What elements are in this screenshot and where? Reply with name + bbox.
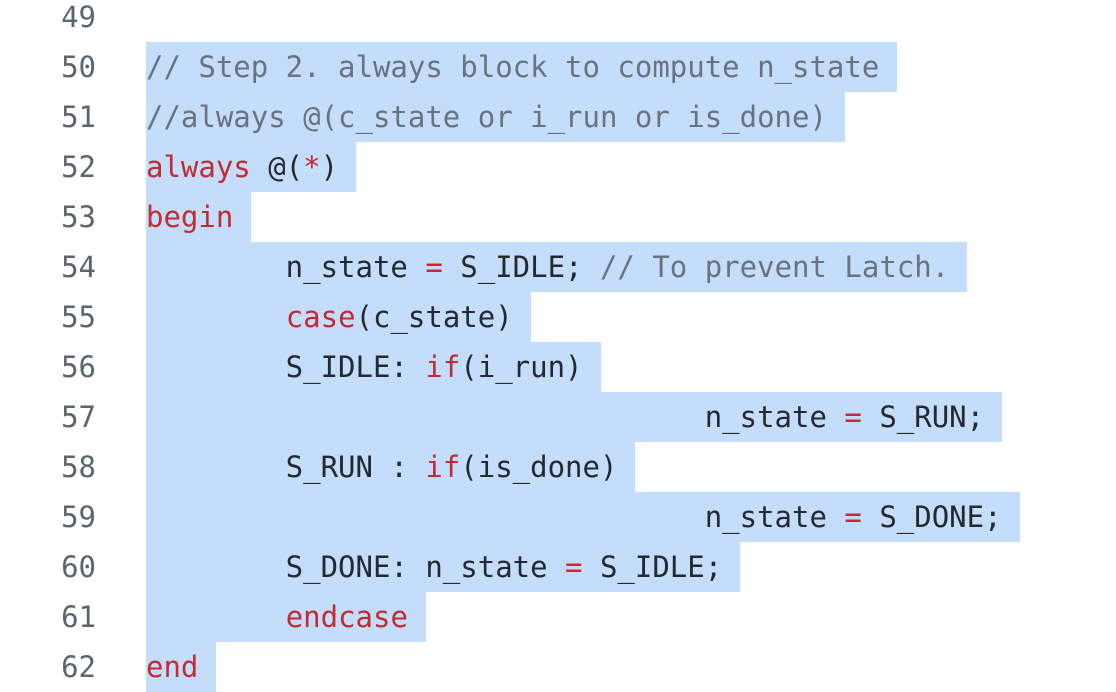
code-operator: = xyxy=(425,250,443,284)
code-operator: = xyxy=(565,550,583,584)
line-number: 60 xyxy=(61,550,96,584)
line-content: end xyxy=(146,642,217,692)
line-number: 62 xyxy=(61,650,96,684)
code-line[interactable]: 56 S_IDLE: if(i_run) xyxy=(0,342,1116,392)
code-text: S_RUN; xyxy=(861,400,985,434)
line-content: S_RUN : if(is_done) xyxy=(146,442,636,492)
code-line[interactable]: 54 n_state = S_IDLE; // To prevent Latch… xyxy=(0,242,1116,292)
code-operator: * xyxy=(303,150,321,184)
line-content: begin xyxy=(146,192,252,242)
code-comment: // Step 2. always block to compute n_sta… xyxy=(146,50,880,84)
line-content: n_state = S_IDLE; // To prevent Latch. xyxy=(146,242,968,292)
line-number: 53 xyxy=(61,200,96,234)
code-text xyxy=(146,300,286,334)
code-keyword: if xyxy=(425,450,461,484)
line-number: 51 xyxy=(61,100,96,134)
code-keyword: endcase xyxy=(285,600,408,634)
selection-highlight: begin xyxy=(146,192,252,242)
code-text: S_IDLE: xyxy=(146,350,426,384)
line-number: 54 xyxy=(61,250,96,284)
line-content: S_DONE: n_state = S_IDLE; xyxy=(146,542,741,592)
code-keyword: end xyxy=(146,650,199,684)
code-text: n_state xyxy=(146,250,426,284)
line-number: 49 xyxy=(61,0,96,34)
code-operator: = xyxy=(844,500,862,534)
line-content: n_state = S_RUN; xyxy=(146,392,1003,442)
selection-highlight: // Step 2. always block to compute n_sta… xyxy=(146,42,898,92)
code-text: (i_run) xyxy=(460,350,583,384)
code-text: @( xyxy=(250,150,304,184)
code-line[interactable]: 49 xyxy=(0,0,1116,42)
selection-highlight: S_DONE: n_state = S_IDLE; xyxy=(146,542,741,592)
code-text: ) xyxy=(320,150,339,184)
code-line[interactable]: 57 n_state = S_RUN; xyxy=(0,392,1116,442)
line-number: 56 xyxy=(61,350,96,384)
code-line[interactable]: 58 S_RUN : if(is_done) xyxy=(0,442,1116,492)
selection-highlight: always @(*) xyxy=(146,142,357,192)
code-line[interactable]: 53 begin xyxy=(0,192,1116,242)
selection-highlight: //always @(c_state or i_run or is_done) xyxy=(146,92,845,142)
code-line[interactable]: 59 n_state = S_DONE; xyxy=(0,492,1116,542)
code-text: n_state xyxy=(146,400,845,434)
selection-highlight: S_RUN : if(is_done) xyxy=(146,442,636,492)
code-text: n_state xyxy=(146,500,845,534)
selection-highlight: n_state = S_DONE; xyxy=(146,492,1020,542)
code-operator: = xyxy=(844,400,862,434)
line-content: n_state = S_DONE; xyxy=(146,492,1020,542)
line-number: 55 xyxy=(61,300,96,334)
line-number: 50 xyxy=(61,50,96,84)
line-content: // Step 2. always block to compute n_sta… xyxy=(146,42,898,92)
code-comment: //always @(c_state or i_run or is_done) xyxy=(146,100,827,134)
code-text: (c_state) xyxy=(355,300,513,334)
line-number: 52 xyxy=(61,150,96,184)
code-text xyxy=(146,600,286,634)
code-line[interactable]: 60 S_DONE: n_state = S_IDLE; xyxy=(0,542,1116,592)
code-line[interactable]: 50 // Step 2. always block to compute n_s… xyxy=(0,42,1116,92)
line-content: always @(*) xyxy=(146,142,357,192)
code-text: S_IDLE; xyxy=(582,550,723,584)
code-keyword: begin xyxy=(146,200,234,234)
code-keyword: if xyxy=(425,350,461,384)
selection-highlight: endcase xyxy=(146,592,426,642)
selection-highlight: n_state = S_RUN; xyxy=(146,392,1003,442)
selection-highlight: case(c_state) xyxy=(146,292,531,342)
line-content: //always @(c_state or i_run or is_done) xyxy=(146,92,845,142)
line-content: case(c_state) xyxy=(146,292,531,342)
selection-highlight: S_IDLE: if(i_run) xyxy=(146,342,601,392)
code-line[interactable]: 52 always @(*) xyxy=(0,142,1116,192)
line-content: S_IDLE: if(i_run) xyxy=(146,342,601,392)
code-line[interactable]: 51 //always @(c_state or i_run or is_done… xyxy=(0,92,1116,142)
code-comment: // To prevent Latch. xyxy=(599,250,950,284)
line-content: endcase xyxy=(146,592,426,642)
code-text: S_RUN : xyxy=(146,450,426,484)
line-number: 61 xyxy=(61,600,96,634)
code-line[interactable]: 62 end xyxy=(0,642,1116,692)
line-number: 58 xyxy=(61,450,96,484)
line-number: 57 xyxy=(61,400,96,434)
code-line[interactable]: 55 case(c_state) xyxy=(0,292,1116,342)
code-text: S_DONE: n_state xyxy=(146,550,566,584)
code-keyword: case xyxy=(285,300,356,334)
line-number: 59 xyxy=(61,500,96,534)
code-text: S_DONE; xyxy=(861,500,1002,534)
code-keyword: always xyxy=(146,150,251,184)
code-line[interactable]: 61 endcase xyxy=(0,592,1116,642)
selection-highlight: end xyxy=(146,642,217,692)
selection-highlight: n_state = S_IDLE; // To prevent Latch. xyxy=(146,242,968,292)
code-text: (is_done) xyxy=(460,450,618,484)
code-text: S_IDLE; xyxy=(442,250,600,284)
